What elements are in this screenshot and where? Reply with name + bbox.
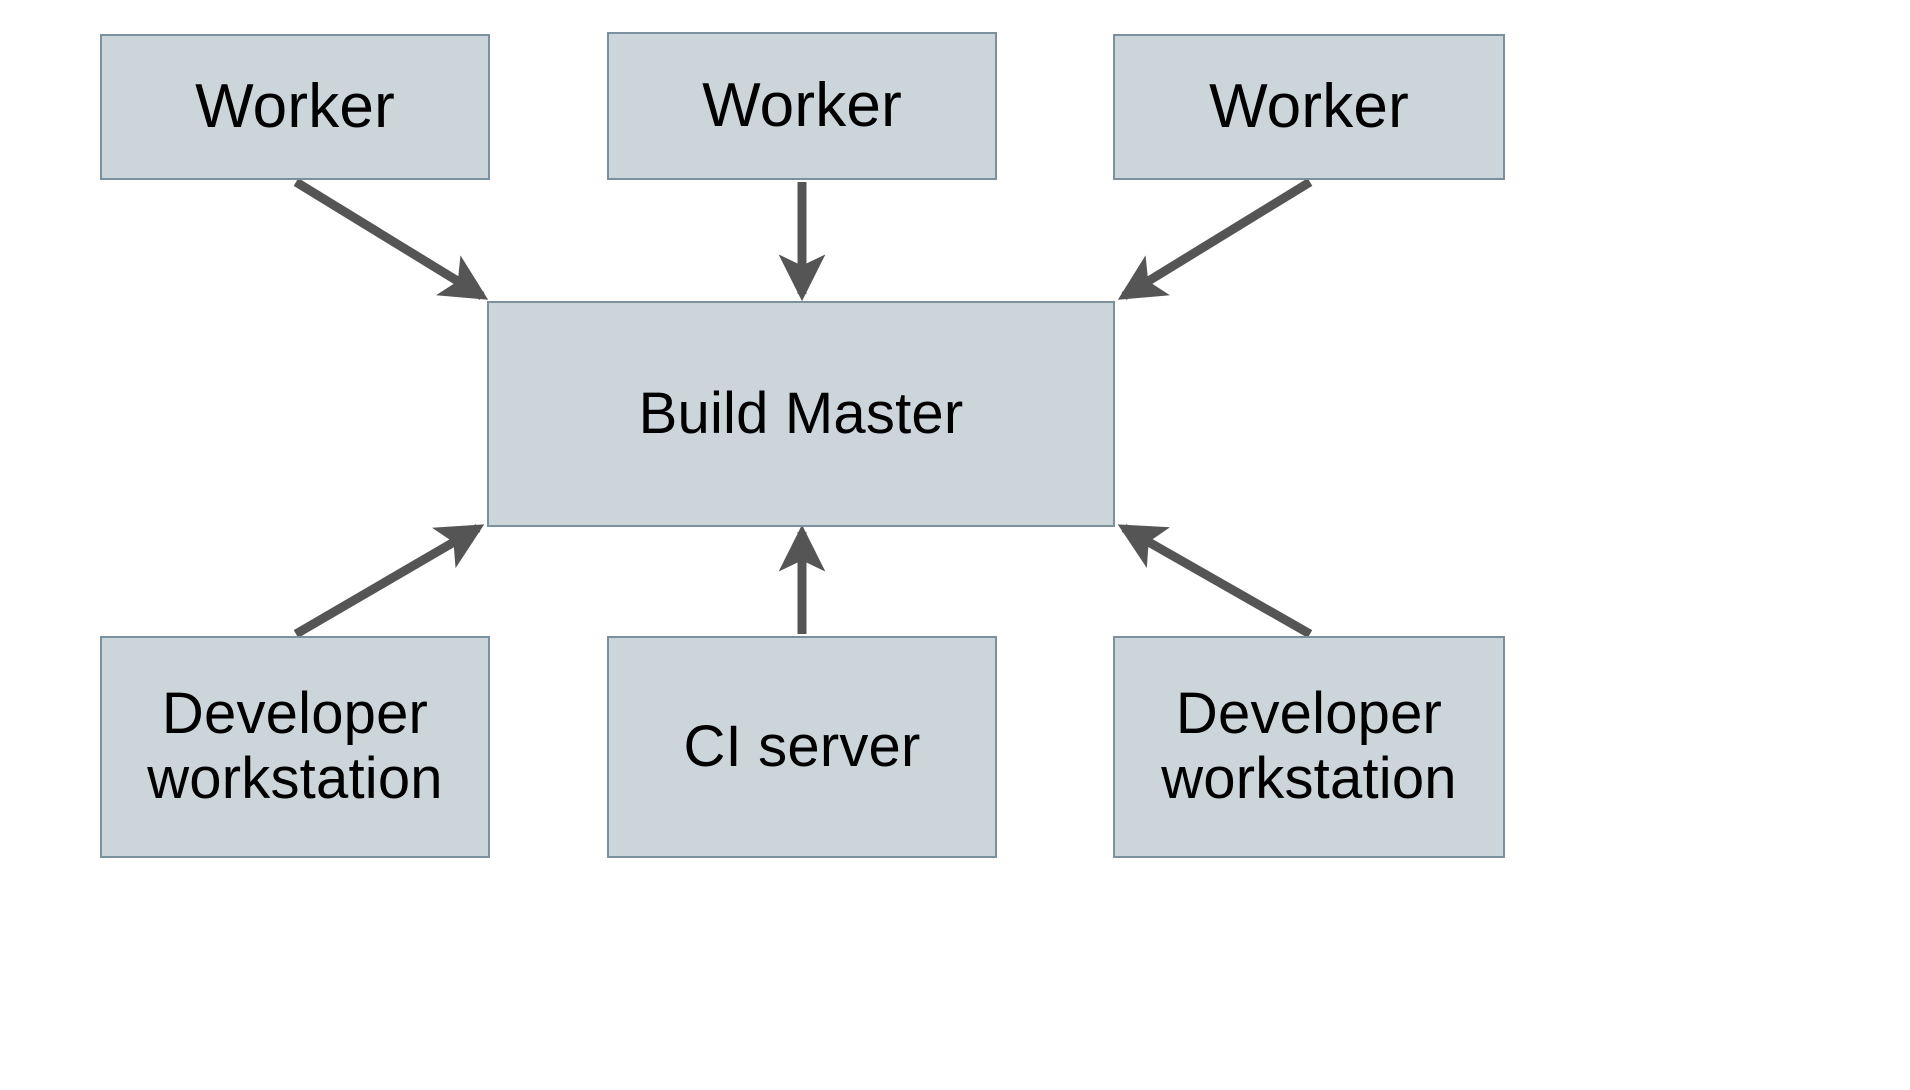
- edge-worker-3-to-build-master: [1117, 178, 1313, 300]
- node-worker-3-label: Worker: [1209, 72, 1409, 142]
- node-ci-server-label: CI server: [683, 713, 921, 779]
- node-worker-1[interactable]: Worker: [100, 34, 490, 180]
- node-developer-workstation-left[interactable]: Developer workstation: [100, 636, 490, 858]
- node-developer-workstation-right-label: Developer workstation: [1161, 681, 1457, 811]
- edge-dev-1-to-build-master: [293, 524, 485, 638]
- node-ci-server[interactable]: CI server: [607, 636, 997, 858]
- node-worker-2[interactable]: Worker: [607, 32, 997, 180]
- node-worker-2-label: Worker: [702, 71, 902, 141]
- node-worker-1-label: Worker: [195, 72, 395, 142]
- node-build-master[interactable]: Build Master: [487, 301, 1115, 527]
- node-developer-workstation-left-label: Developer workstation: [147, 681, 443, 811]
- node-worker-3[interactable]: Worker: [1113, 34, 1505, 180]
- edge-dev-2-to-build-master: [1117, 524, 1313, 638]
- node-developer-workstation-right[interactable]: Developer workstation: [1113, 636, 1505, 858]
- edge-worker-1-to-build-master: [293, 178, 489, 300]
- node-build-master-label: Build Master: [638, 380, 964, 446]
